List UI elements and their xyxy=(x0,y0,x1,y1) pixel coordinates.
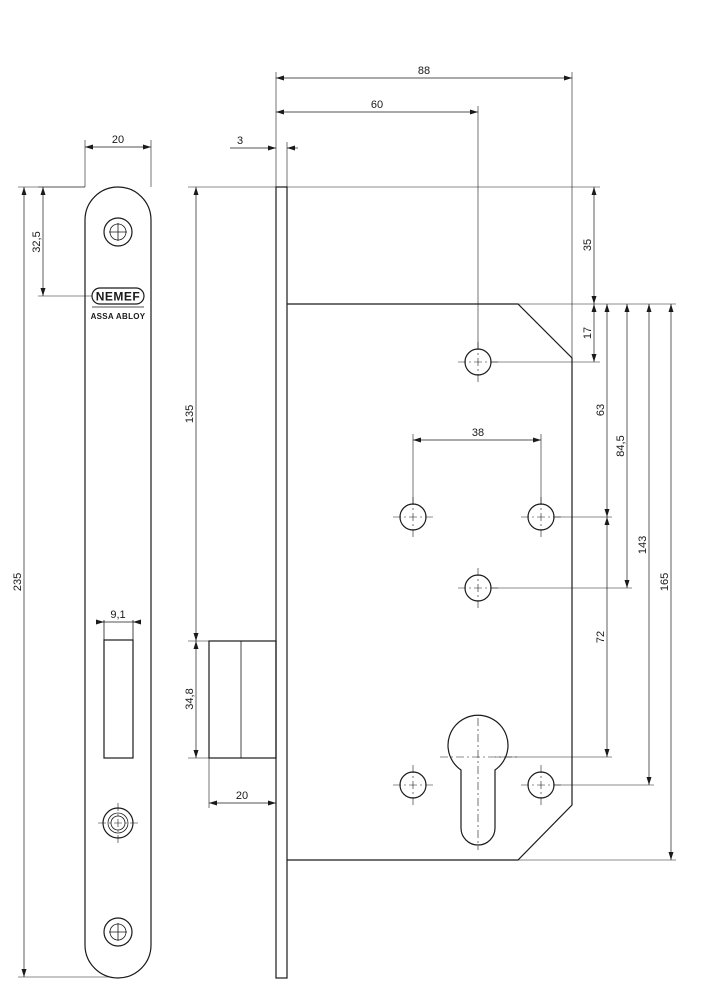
dim-follower-to-middle-hole-label: 84,5 xyxy=(615,435,627,456)
dim-latch-height: 34,8 xyxy=(184,641,209,759)
dim-overall-depth-label: 88 xyxy=(418,65,430,77)
bottom-screw-hole xyxy=(103,917,133,947)
dim-upper-holes-spacing-label: 38 xyxy=(472,427,484,439)
dim-upper-holes-spacing: 38 xyxy=(412,427,542,504)
right-extension-lines xyxy=(287,186,676,861)
front-plate-outline xyxy=(84,186,152,979)
dim-overall-depth: 88 xyxy=(275,65,573,358)
dim-top-to-latch-label: 135 xyxy=(184,405,196,423)
lock-case xyxy=(287,303,573,861)
lower-left-hole xyxy=(393,765,433,805)
dim-top-screw-offset: 32,5 xyxy=(31,186,92,297)
latch-bolt xyxy=(208,640,277,759)
dim-backset-label: 60 xyxy=(371,99,383,111)
dim-follower-to-lower-holes-label: 143 xyxy=(637,536,649,554)
dim-case-height: 165 xyxy=(659,304,674,860)
middle-screw-hole xyxy=(98,803,138,843)
dim-plate-thickness-label: 3 xyxy=(237,135,243,147)
dim-follower-offset-label: 17 xyxy=(582,327,594,339)
dim-latch-projection: 20 xyxy=(208,758,276,808)
dim-case-height-label: 165 xyxy=(659,573,671,591)
nemef-logo: NEMEF ASSA ABLOY xyxy=(91,287,146,321)
dim-follower-to-upper-holes: 63 xyxy=(595,304,610,517)
dim-follower-offset: 17 xyxy=(582,304,597,362)
dim-latch-width-label: 9,1 xyxy=(110,609,125,621)
dim-plate-width: 20 xyxy=(84,134,152,187)
dim-latch-width: 9,1 xyxy=(96,609,141,625)
dim-hole-to-cylinder-label: 72 xyxy=(595,631,607,643)
dim-case-top-offset-label: 35 xyxy=(582,239,594,251)
forend-plate xyxy=(275,186,288,979)
top-screw-hole xyxy=(103,217,133,247)
dim-top-screw-offset-label: 32,5 xyxy=(31,231,43,252)
dim-follower-to-lower-holes: 143 xyxy=(637,304,652,785)
cylinder-cutout xyxy=(440,714,518,850)
dim-top-to-latch: 135 xyxy=(184,186,276,642)
brand-label: NEMEF xyxy=(96,290,141,304)
dim-backset: 60 xyxy=(276,99,479,349)
dim-follower-to-middle-hole: 84,5 xyxy=(615,304,630,588)
dim-latch-projection-label: 20 xyxy=(236,790,248,802)
lock-body-view: 88 60 3 135 xyxy=(184,65,676,979)
sub-brand-label: ASSA ABLOY xyxy=(91,312,146,321)
dim-plate-height-label: 235 xyxy=(12,573,24,591)
dim-plate-width-label: 20 xyxy=(112,134,124,146)
dim-plate-thickness: 3 xyxy=(230,135,298,187)
latch-opening xyxy=(103,639,134,759)
dim-case-top-offset: 35 xyxy=(582,187,597,304)
dim-hole-to-cylinder: 72 xyxy=(595,517,610,757)
dim-latch-height-label: 34,8 xyxy=(184,688,196,709)
front-plate-view: NEMEF ASSA ABLOY xyxy=(12,134,152,979)
dim-follower-to-upper-holes-label: 63 xyxy=(595,404,607,416)
dim-plate-height: 235 xyxy=(12,186,110,978)
